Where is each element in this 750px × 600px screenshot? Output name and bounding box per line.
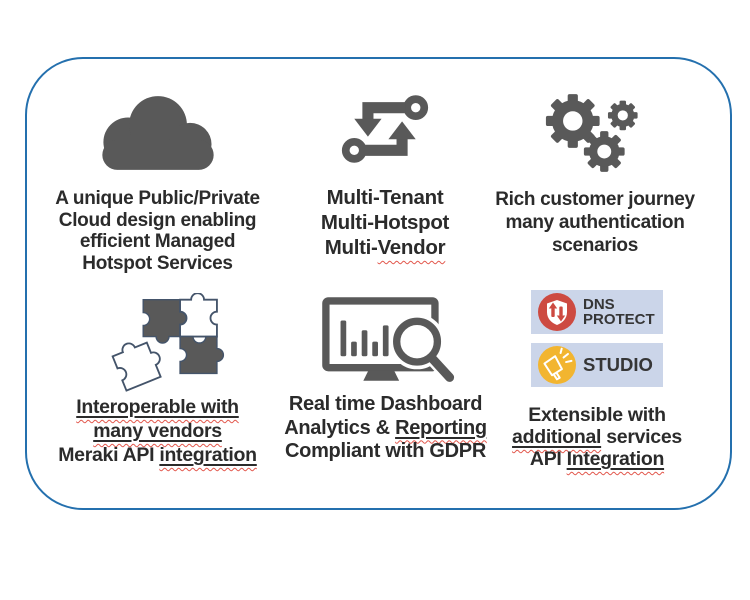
feature-caption: A unique Public/Private Cloud design ena…: [40, 188, 275, 274]
caption-line: Analytics & Reporting: [278, 417, 493, 441]
caption-text-underlined: additional: [512, 426, 602, 448]
feature-card-extensible: DNS PROTECT STUDIO E: [497, 290, 697, 470]
feature-caption: Extensible with additional services API …: [497, 404, 697, 470]
caption-text: API: [529, 448, 567, 470]
feature-card-multi: Multi-Tenant Multi-Hotspot Multi-Vendor: [292, 94, 478, 260]
dns-protect-badge: DNS PROTECT: [531, 290, 663, 334]
caption-line: Extensible with: [497, 404, 697, 426]
caption-text: Extensible with: [528, 404, 666, 426]
caption-text: Multi-Tenant: [326, 186, 444, 209]
caption-text: Real time Dashboard: [288, 393, 483, 415]
caption-line: Hotspot Services: [40, 253, 275, 275]
caption-line: Multi-Tenant: [292, 185, 478, 210]
caption-line: Multi-Vendor: [292, 235, 478, 260]
caption-text: services: [601, 426, 682, 448]
dns-label-line1: DNS: [583, 295, 615, 313]
caption-text-underlined: Integration: [566, 448, 665, 470]
shield-arrows-icon: [538, 293, 576, 331]
caption-line: API Integration: [497, 448, 697, 470]
caption-line: A unique Public/Private: [40, 188, 275, 210]
caption-text-underlined: many vendors: [93, 420, 222, 442]
caption-text: scenarios: [551, 235, 639, 256]
caption-line: additional services: [497, 426, 697, 448]
caption-line: many authentication: [480, 211, 710, 234]
feature-card-cloud: A unique Public/Private Cloud design ena…: [40, 95, 275, 274]
studio-badge: STUDIO: [531, 343, 663, 387]
feature-caption: Real time Dashboard Analytics & Reportin…: [278, 393, 493, 464]
caption-line: Interoperable with: [40, 395, 275, 419]
caption-text: Multi-Hotspot: [320, 211, 450, 234]
caption-text: many authentication: [505, 212, 685, 233]
dns-label-line2: PROTECT: [583, 311, 655, 328]
caption-line: Real time Dashboard: [278, 393, 493, 417]
caption-text-misspelled: Vendor: [377, 236, 446, 259]
caption-text: Multi-: [324, 236, 378, 259]
caption-line: Rich customer journey: [480, 188, 710, 211]
caption-text-underlined: Reporting: [395, 416, 487, 439]
caption-text: Meraki API: [58, 444, 160, 466]
caption-line: efficient Managed: [40, 231, 275, 253]
dashboard-magnifier-icon: [288, 296, 493, 384]
caption-text: Compliant with GDPR: [285, 440, 486, 462]
caption-text: A unique Public/Private: [55, 188, 260, 209]
feature-caption: Rich customer journey many authenticatio…: [480, 188, 710, 257]
caption-line: Compliant with GDPR: [278, 440, 493, 464]
service-badges: DNS PROTECT STUDIO: [531, 290, 663, 387]
caption-text-underlined: integration: [159, 444, 257, 466]
cloud-icon: [40, 95, 275, 171]
caption-line: scenarios: [480, 234, 710, 257]
megaphone-icon: [538, 346, 576, 384]
feature-card-journey: Rich customer journey many authenticatio…: [480, 93, 710, 257]
feature-caption: Interoperable with many vendors Meraki A…: [40, 395, 275, 467]
caption-text: Rich customer journey: [495, 189, 695, 210]
caption-text-underlined: Interoperable with: [76, 396, 239, 418]
caption-text: efficient Managed: [79, 231, 236, 252]
feature-card-interoperable: Interoperable with many vendors Meraki A…: [40, 293, 275, 467]
dns-protect-label: DNS PROTECT: [583, 295, 655, 328]
caption-text: Cloud design enabling: [58, 209, 257, 231]
caption-line: many vendors: [40, 419, 275, 443]
caption-text: Analytics &: [284, 416, 396, 439]
caption-text: Hotspot Services: [82, 252, 233, 274]
caption-line: Multi-Hotspot: [292, 210, 478, 235]
process-arrows-icon: [292, 94, 478, 164]
caption-line: Cloud design enabling: [40, 210, 275, 232]
studio-label: STUDIO: [583, 354, 653, 376]
puzzle-icon: [62, 293, 275, 393]
gears-icon: [480, 93, 710, 173]
feature-card-dashboard: Real time Dashboard Analytics & Reportin…: [278, 296, 493, 464]
feature-caption: Multi-Tenant Multi-Hotspot Multi-Vendor: [292, 185, 478, 260]
caption-line: Meraki API integration: [40, 443, 275, 467]
